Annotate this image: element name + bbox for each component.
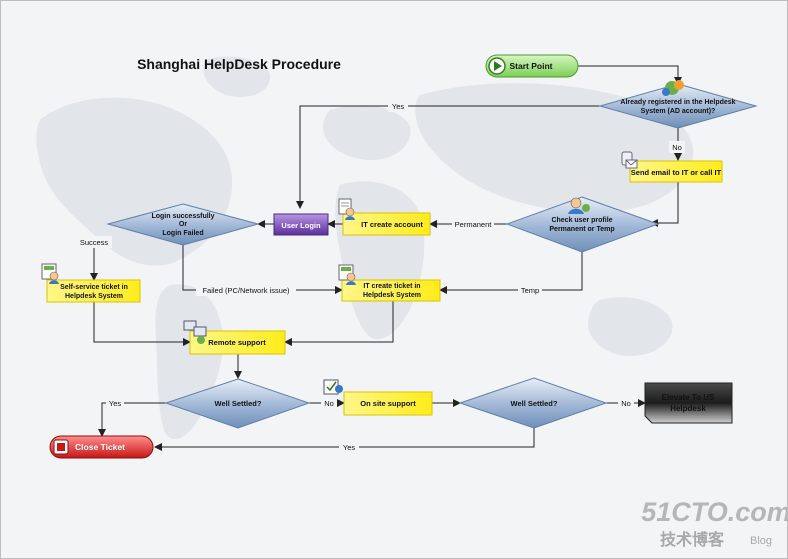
phone-email-icon bbox=[621, 151, 638, 169]
registered-label-2: System (AD account)? bbox=[641, 108, 716, 115]
start-label: Start Point bbox=[510, 61, 553, 71]
login-label-1: Login successfully bbox=[151, 213, 214, 220]
label-no-registered: No bbox=[672, 143, 682, 152]
edge-registered-yes bbox=[296, 105, 600, 209]
it-ticket-label-1: IT create ticket in bbox=[363, 283, 420, 290]
process-it-create-account: IT create account bbox=[338, 198, 431, 236]
login-label-3: Login Failed bbox=[162, 230, 203, 237]
well-settled-1-label: Well Settled? bbox=[215, 399, 262, 408]
self-service-label-2: Helpdesk System bbox=[65, 293, 123, 300]
label-yes-settled-2: Yes bbox=[343, 443, 355, 452]
remote-computers-icon bbox=[183, 320, 207, 344]
terminal-close-ticket: Close Ticket bbox=[49, 435, 154, 459]
label-no-settled-2: No bbox=[621, 399, 631, 408]
login-label-2: Or bbox=[179, 221, 187, 228]
decision-login: Login successfully Or Login Failed bbox=[106, 203, 260, 246]
process-self-service-ticket: Self-service ticket in Helpdesk System bbox=[41, 263, 141, 303]
label-permanent: Permanent bbox=[455, 220, 493, 229]
watermark: 51CTO.com 技术博客 Blog bbox=[641, 497, 788, 549]
edge-settled2-yes bbox=[154, 428, 535, 451]
ticket-user-icon bbox=[338, 264, 356, 285]
edge-itticket-to-remote bbox=[284, 301, 394, 346]
play-icon-glyph bbox=[494, 61, 502, 71]
terminal-elevate-us: Elevate To US Helpdesk bbox=[644, 382, 733, 424]
watermark-brand: 51CTO.com bbox=[641, 497, 788, 527]
process-onsite-support: On site support bbox=[323, 379, 433, 416]
check-profile-label-1: Check user profile bbox=[551, 217, 612, 224]
label-yes-registered: Yes bbox=[392, 102, 404, 111]
remote-support-label: Remote support bbox=[208, 338, 266, 347]
process-it-create-ticket: IT create ticket in Helpdesk System bbox=[338, 264, 441, 302]
label-temp: Temp bbox=[521, 286, 539, 295]
self-service-label-1: Self-service ticket in bbox=[60, 284, 128, 291]
it-create-account-label: IT create account bbox=[361, 220, 423, 229]
process-user-login: User Login bbox=[273, 213, 329, 236]
check-profile-label-2: Permanent or Temp bbox=[549, 226, 614, 233]
onsite-checklist-icon bbox=[323, 379, 343, 395]
well-settled-2-label: Well Settled? bbox=[511, 399, 558, 408]
watermark-sub-en: Blog bbox=[750, 535, 772, 547]
send-email-label: Send email to IT or call IT bbox=[631, 168, 722, 177]
start-node: Start Point bbox=[485, 54, 579, 78]
onsite-support-label: On site support bbox=[360, 399, 416, 408]
label-failed: Failed (PC/Network issue) bbox=[202, 286, 290, 295]
decision-well-settled-1: Well Settled? bbox=[164, 378, 311, 429]
edge-selfservice-to-remote bbox=[93, 302, 191, 346]
ticket-user-icon bbox=[41, 263, 59, 284]
elevate-label-1: Elevate To US bbox=[662, 393, 715, 402]
edge-email-to-check bbox=[650, 182, 679, 227]
user-profile-icon bbox=[568, 197, 590, 214]
process-remote-support: Remote support bbox=[183, 320, 286, 355]
edge-labels: Yes No Permanent Temp Success Failed (PC… bbox=[76, 100, 685, 453]
decision-registered: Already registered in the Helpdesk Syste… bbox=[598, 80, 758, 129]
edge-start-to-registered bbox=[578, 65, 682, 85]
process-send-email: Send email to IT or call IT bbox=[621, 151, 723, 183]
stop-icon-glyph bbox=[57, 443, 65, 451]
document-user-icon bbox=[338, 198, 355, 220]
decision-check-profile: Check user profile Permanent or Temp bbox=[505, 196, 660, 253]
watermark-sub-cn: 技术博客 bbox=[660, 530, 725, 549]
page-title: Shanghai HelpDesk Procedure bbox=[137, 56, 341, 72]
label-success: Success bbox=[80, 238, 109, 247]
edge-check-temp bbox=[439, 252, 583, 294]
label-no-settled-1: No bbox=[324, 399, 334, 408]
decision-well-settled-2: Well Settled? bbox=[458, 377, 608, 429]
it-ticket-label-2: Helpdesk System bbox=[363, 292, 421, 299]
user-login-label: User Login bbox=[281, 221, 321, 230]
close-ticket-label: Close Ticket bbox=[75, 442, 125, 452]
elevate-label-2: Helpdesk bbox=[670, 404, 706, 413]
label-yes-settled-1: Yes bbox=[109, 399, 121, 408]
edge-settled1-yes bbox=[98, 402, 166, 437]
users-icon bbox=[662, 80, 684, 96]
registered-label-1: Already registered in the Helpdesk bbox=[620, 99, 735, 106]
